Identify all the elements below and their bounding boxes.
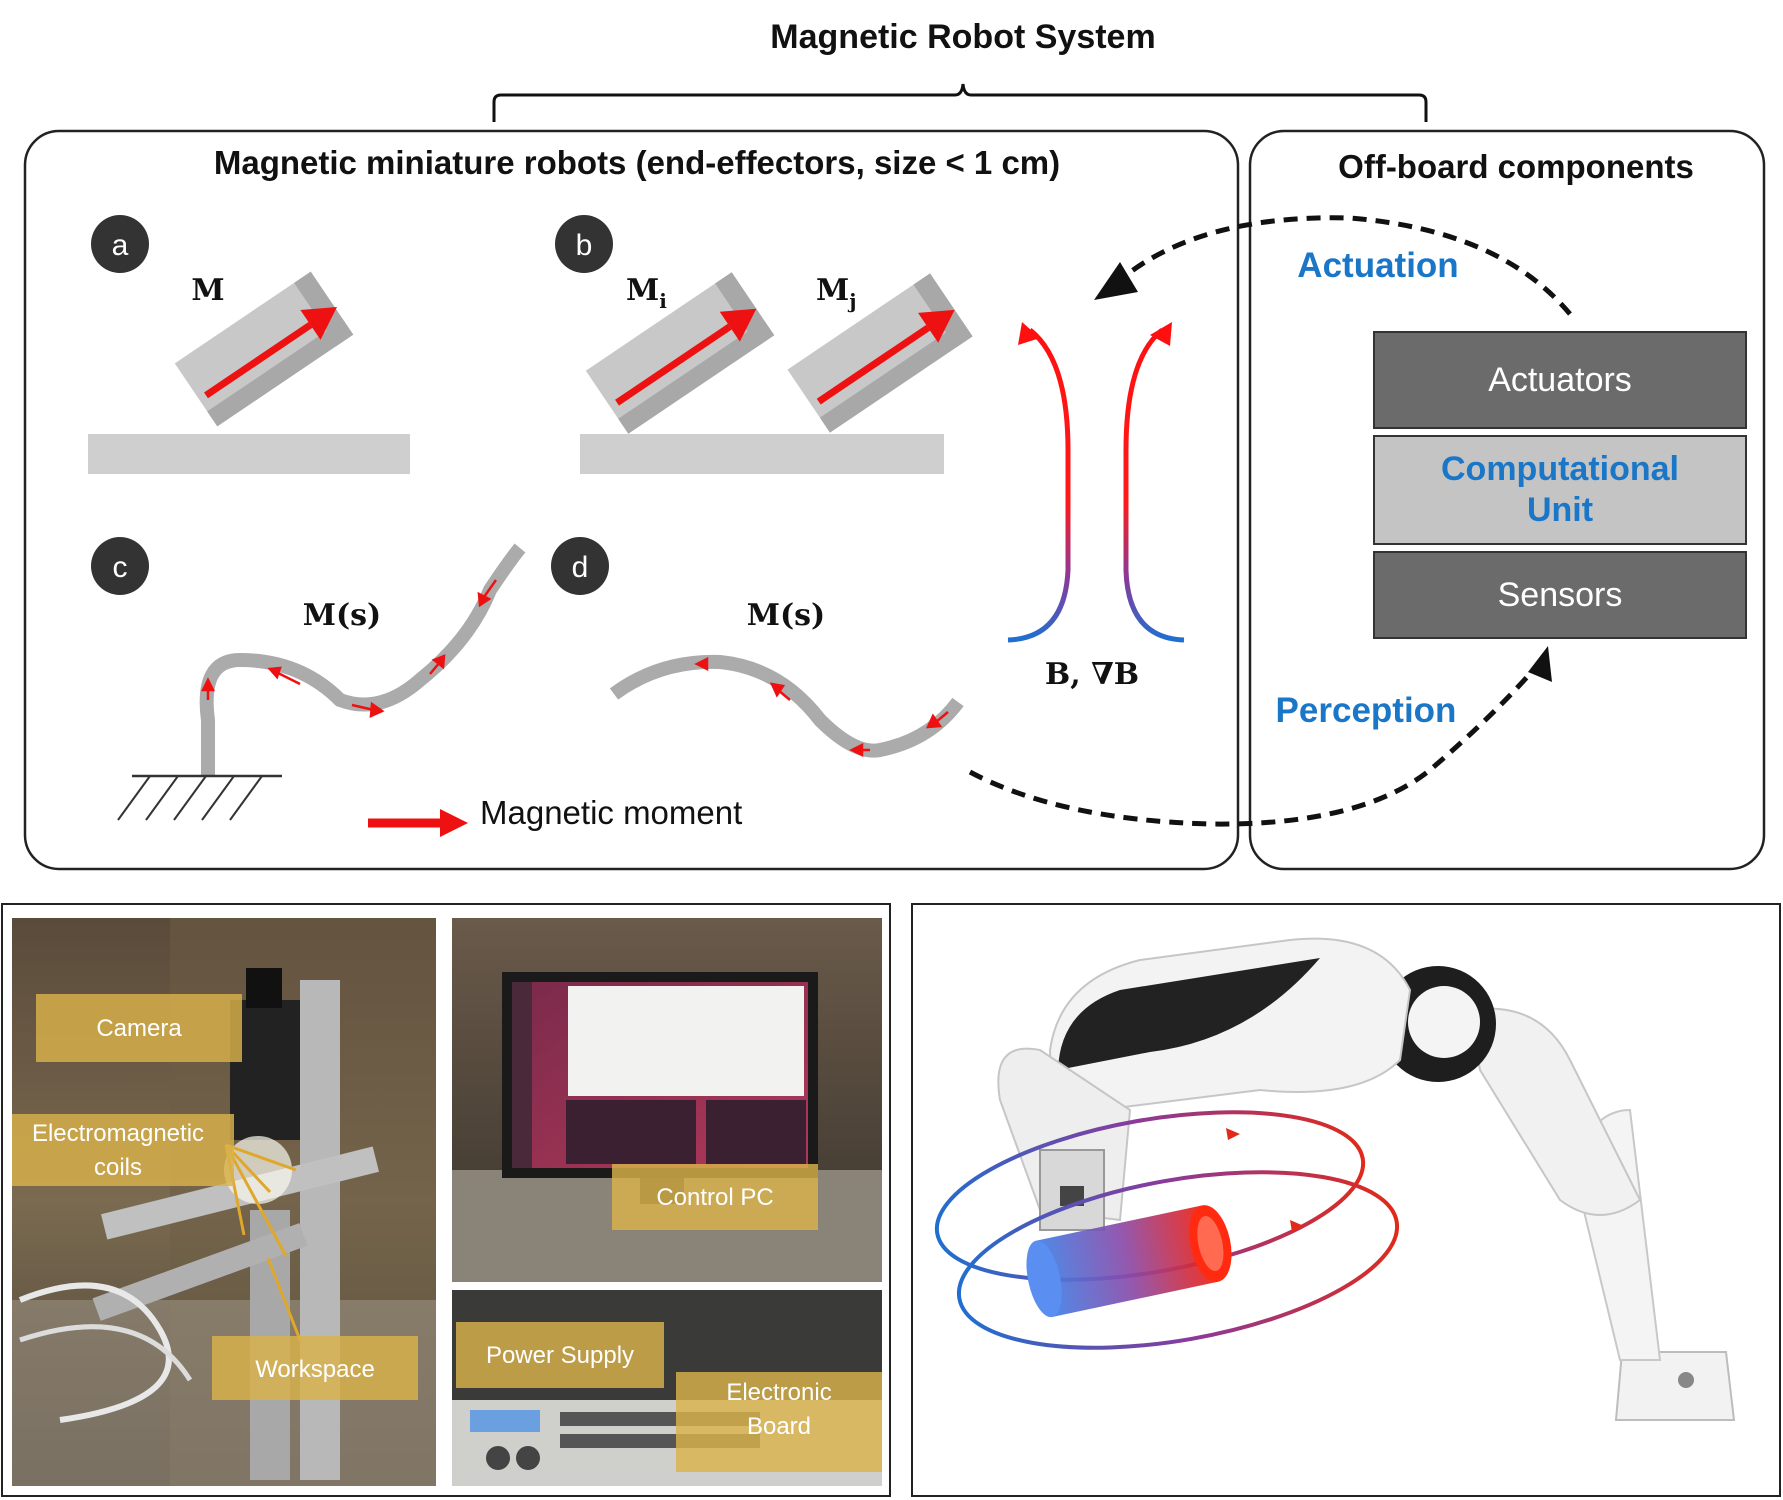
legend-label: Magnetic moment	[480, 794, 742, 831]
panel-b-magnet-i	[585, 272, 775, 434]
offboard-title: Off-board components	[1338, 148, 1694, 185]
panel-c-letter: c	[113, 551, 128, 584]
power-supply-label: Power Supply	[486, 1342, 634, 1369]
robot-arm-render	[911, 903, 1781, 1497]
electronic-board-label-2: Board	[747, 1413, 811, 1440]
actuators-block	[1373, 331, 1747, 429]
coils-label-1: Electromagnetic	[32, 1120, 204, 1147]
panel-b: b Mi Mj	[555, 215, 973, 474]
actuation-arrow: Actuation	[1094, 215, 1572, 316]
computational-unit-label-1: Computational	[1441, 450, 1679, 488]
camera-label: Camera	[96, 1015, 182, 1042]
magnetic-field-lines: B, ∇B	[1007, 322, 1185, 692]
permanent-magnet	[1026, 1205, 1232, 1318]
panel-c-ground-hatch	[117, 775, 263, 821]
panel-d: d M(s)	[551, 537, 964, 758]
sensors-label: Sensors	[1498, 576, 1623, 614]
legend: Magnetic moment	[368, 794, 742, 837]
power-supply-label-box	[456, 1322, 664, 1388]
computational-unit-block	[1373, 435, 1747, 545]
figure-title: Magnetic Robot System	[770, 18, 1155, 56]
perception-label: Perception	[1276, 691, 1457, 730]
panel-c-rod	[199, 543, 526, 776]
control-pc-label: Control PC	[656, 1184, 773, 1211]
panel-b-moment-i-label: Mi	[626, 273, 667, 313]
panel-b-substrate	[580, 434, 944, 474]
coils-label-2: coils	[94, 1154, 142, 1181]
coils-label-box	[12, 1114, 234, 1186]
control-pc-label-box	[612, 1164, 818, 1230]
panel-d-rod	[609, 654, 964, 758]
sensors-block	[1373, 551, 1747, 639]
panel-d-badge	[551, 537, 609, 595]
panel-a-magnet	[174, 271, 354, 427]
camera-label-box	[36, 994, 242, 1062]
workspace-label-box	[212, 1336, 418, 1400]
electronic-board-label-box	[676, 1372, 882, 1472]
panel-c-moment-label: M(s)	[303, 598, 382, 633]
miniature-robots-title: Magnetic miniature robots (end-effectors…	[214, 144, 1060, 181]
panel-b-magnet-j	[787, 273, 973, 433]
offboard-stack: Actuators Computational Unit Sensors	[1373, 331, 1747, 639]
panel-c-moment-arrows	[200, 579, 498, 719]
actuators-label: Actuators	[1488, 361, 1632, 399]
system-brace	[492, 83, 1428, 122]
panel-c: c M(s)	[91, 537, 526, 821]
workspace-label: Workspace	[255, 1356, 375, 1383]
panel-b-badge	[555, 215, 613, 273]
panel-c-badge	[91, 537, 149, 595]
panel-d-moment-label: M(s)	[747, 598, 826, 633]
field-ring-lower	[956, 1170, 1400, 1350]
panel-a-substrate	[88, 434, 410, 474]
panel-b-letter: b	[576, 229, 593, 262]
panel-d-moment-arrows	[694, 656, 949, 758]
electronic-board-label-1: Electronic	[726, 1379, 831, 1406]
panel-a-badge	[91, 215, 149, 273]
actuation-label: Actuation	[1297, 246, 1458, 285]
lab-setup-photo: Camera Electromagnetic coils Workspace C…	[1, 903, 891, 1497]
panel-a-letter: a	[112, 229, 129, 262]
panel-d-letter: d	[572, 551, 589, 584]
miniature-robots-panel	[23, 129, 1240, 871]
field-label: B, ∇B	[1045, 657, 1139, 692]
computational-unit-label-2: Unit	[1527, 491, 1593, 529]
panel-a-moment-label: M	[191, 273, 224, 308]
offboard-panel	[1248, 129, 1766, 871]
perception-arrow: Perception	[968, 646, 1552, 827]
panel-b-moment-j-label: Mj	[816, 273, 856, 313]
panel-a: a M	[88, 215, 410, 474]
